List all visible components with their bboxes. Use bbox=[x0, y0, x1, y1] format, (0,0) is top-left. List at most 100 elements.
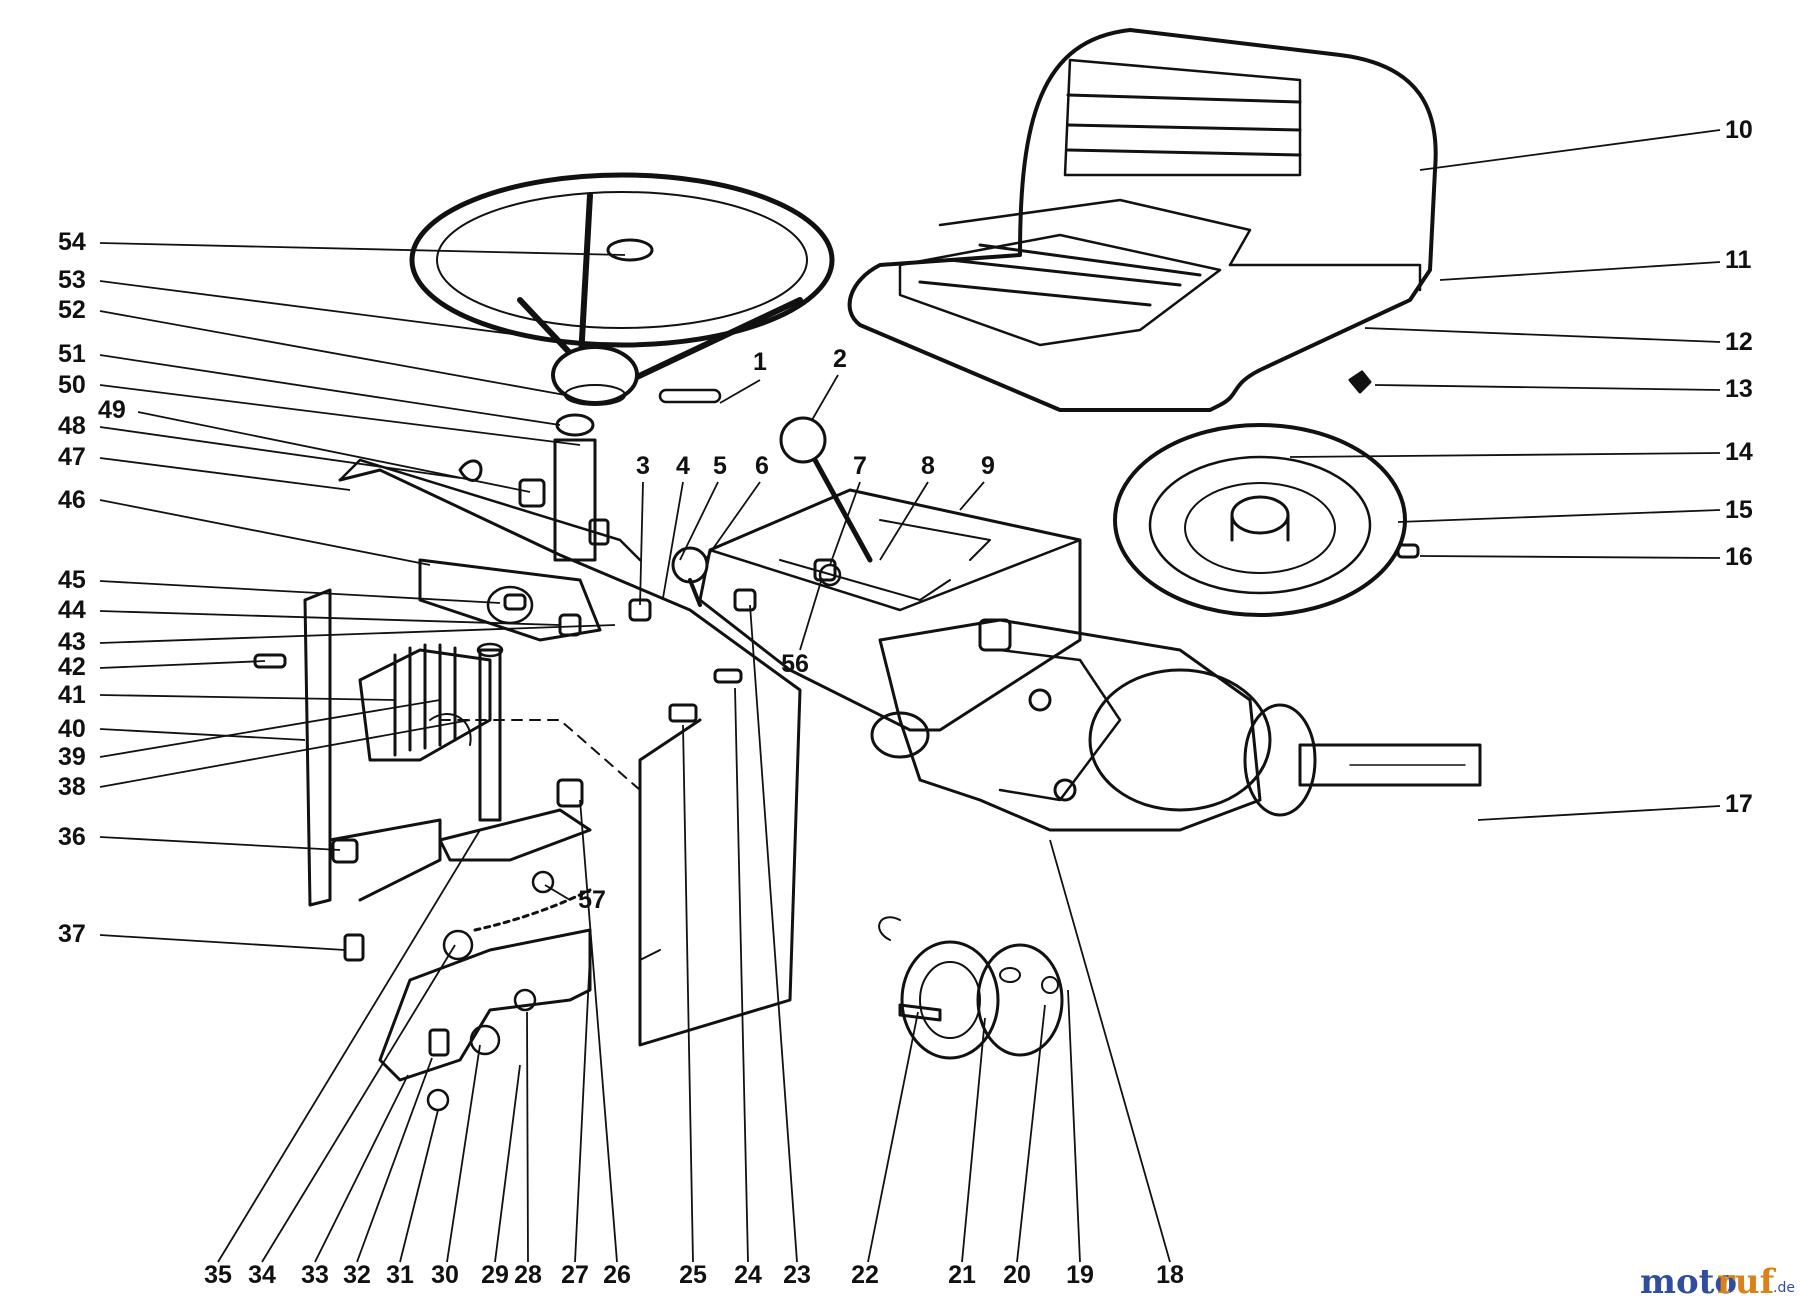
leader-line-40 bbox=[99, 728, 306, 741]
leader-line-14 bbox=[1289, 452, 1721, 458]
leader-line-26 bbox=[579, 799, 618, 1263]
leader-line-7 bbox=[829, 481, 861, 566]
drawing bbox=[253, 28, 1482, 1112]
leader-line-3 bbox=[639, 481, 644, 606]
callout-label-13: 13 bbox=[1725, 375, 1753, 403]
callout-label-23: 23 bbox=[783, 1261, 811, 1289]
callout-label-30: 30 bbox=[431, 1261, 459, 1289]
callout-label-20: 20 bbox=[1003, 1261, 1031, 1289]
callout-label-35: 35 bbox=[204, 1261, 232, 1289]
leader-line-47 bbox=[99, 457, 351, 491]
leader-line-43 bbox=[99, 624, 616, 644]
leader-line-41 bbox=[99, 694, 396, 701]
callout-label-57: 57 bbox=[578, 886, 606, 914]
leader-line-54 bbox=[99, 242, 626, 256]
lower-bracket bbox=[331, 642, 592, 1112]
callout-label-31: 31 bbox=[386, 1261, 414, 1289]
callout-label-37: 37 bbox=[58, 920, 86, 948]
callout-label-9: 9 bbox=[981, 452, 995, 480]
leader-line-37 bbox=[99, 934, 346, 951]
transmission bbox=[870, 618, 1482, 832]
leader-line-5 bbox=[679, 481, 719, 561]
callout-label-32: 32 bbox=[343, 1261, 371, 1289]
callout-label-18: 18 bbox=[1156, 1261, 1184, 1289]
leader-line-31 bbox=[399, 1109, 439, 1263]
callout-label-42: 42 bbox=[58, 653, 86, 681]
callout-label-34: 34 bbox=[248, 1261, 276, 1289]
leader-line-30 bbox=[446, 1044, 481, 1263]
callout-label-45: 45 bbox=[58, 566, 86, 594]
callout-label-54: 54 bbox=[58, 228, 86, 256]
leader-line-45 bbox=[99, 580, 501, 604]
steering-wheel bbox=[409, 172, 835, 406]
leader-line-50 bbox=[99, 384, 581, 446]
callout-label-8: 8 bbox=[921, 452, 935, 480]
callout-label-48: 48 bbox=[58, 412, 86, 440]
dash-panel bbox=[303, 458, 802, 1047]
leader-line-22 bbox=[867, 1011, 919, 1263]
leader-line-38 bbox=[99, 719, 471, 788]
callout-label-51: 51 bbox=[58, 340, 86, 368]
callout-label-16: 16 bbox=[1725, 543, 1753, 571]
watermark-part2: ruf bbox=[1717, 1262, 1777, 1302]
callout-label-14: 14 bbox=[1725, 438, 1753, 466]
regulator bbox=[358, 643, 492, 762]
callout-label-25: 25 bbox=[679, 1261, 707, 1289]
callout-label-26: 26 bbox=[603, 1261, 631, 1289]
callout-label-40: 40 bbox=[58, 715, 86, 743]
leader-line-32 bbox=[356, 1057, 433, 1263]
callout-label-43: 43 bbox=[58, 628, 86, 656]
seat bbox=[847, 28, 1438, 412]
leader-line-20 bbox=[1016, 1004, 1046, 1263]
pulley bbox=[1113, 423, 1420, 617]
callout-label-21: 21 bbox=[948, 1261, 976, 1289]
leader-line-49 bbox=[137, 411, 531, 493]
callout-label-47: 47 bbox=[58, 443, 86, 471]
callout-label-41: 41 bbox=[58, 681, 86, 709]
callout-label-1: 1 bbox=[753, 348, 767, 376]
shift-assembly bbox=[671, 416, 1082, 732]
leader-line-16 bbox=[1419, 555, 1721, 559]
leader-line-53 bbox=[99, 280, 521, 336]
callout-label-49: 49 bbox=[98, 396, 126, 424]
callout-label-11: 11 bbox=[1725, 246, 1752, 274]
callout-label-46: 46 bbox=[58, 486, 86, 514]
leader-line-12 bbox=[1364, 327, 1721, 343]
leader-line-6 bbox=[704, 481, 761, 561]
leader-line-8 bbox=[879, 481, 929, 561]
callout-label-53: 53 bbox=[58, 266, 86, 294]
leader-line-10 bbox=[1419, 129, 1721, 171]
leader-line-18 bbox=[1049, 839, 1171, 1263]
brake-assembly bbox=[878, 916, 1064, 1060]
leader-line-25 bbox=[682, 724, 694, 1263]
leader-line-29 bbox=[494, 1064, 521, 1263]
watermark-suffix: .de bbox=[1773, 1280, 1795, 1296]
callout-label-7: 7 bbox=[853, 452, 867, 480]
callout-label-36: 36 bbox=[58, 823, 86, 851]
callout-label-12: 12 bbox=[1725, 328, 1753, 356]
leader-line-27 bbox=[574, 954, 591, 1263]
callout-label-6: 6 bbox=[755, 452, 769, 480]
steering-column bbox=[458, 413, 610, 562]
leader-line-21 bbox=[961, 1017, 986, 1263]
leader-line-9 bbox=[959, 481, 985, 511]
callout-label-29: 29 bbox=[481, 1261, 509, 1289]
callout-label-24: 24 bbox=[734, 1261, 762, 1289]
watermark-part1: moto bbox=[1640, 1262, 1737, 1302]
leader-line-57 bbox=[544, 884, 571, 901]
callout-label-3: 3 bbox=[636, 452, 650, 480]
callout-label-39: 39 bbox=[58, 743, 86, 771]
leader-line-13 bbox=[1374, 384, 1721, 391]
leader-line-34 bbox=[261, 944, 456, 1263]
callout-label-15: 15 bbox=[1725, 496, 1753, 524]
leader-line-36 bbox=[99, 836, 341, 851]
leader-line-4 bbox=[662, 481, 684, 599]
leader-line-46 bbox=[99, 499, 431, 566]
leader-line-1 bbox=[719, 379, 761, 404]
leader-line-56 bbox=[799, 577, 823, 651]
leader-line-33 bbox=[314, 1074, 409, 1263]
leader-lines bbox=[99, 129, 1721, 1263]
callout-label-22: 22 bbox=[851, 1261, 879, 1289]
